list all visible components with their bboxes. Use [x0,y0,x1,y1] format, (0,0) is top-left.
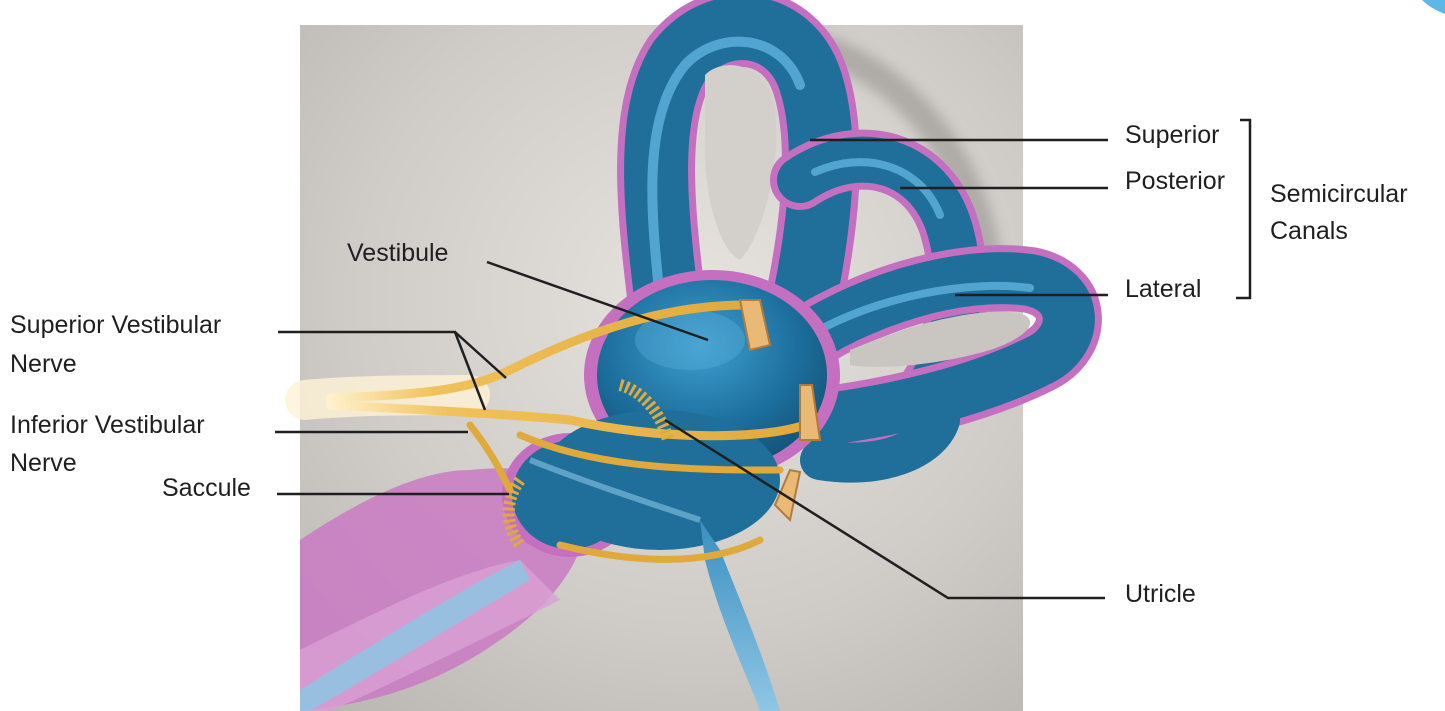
label-vestibule: Vestibule [347,234,448,272]
label-semicircular: Semicircular [1270,175,1408,213]
bracket-semicircular-canals [1236,120,1250,298]
label-inferior-vestibular-nerve: Nerve [10,444,77,482]
label-superior-vestibular: Superior Vestibular [10,306,221,344]
label-posterior: Posterior [1125,162,1225,200]
label-lateral: Lateral [1125,270,1201,308]
label-inferior-vestibular: Inferior Vestibular [10,406,205,444]
label-saccule: Saccule [162,469,251,507]
corner-mark [1422,0,1445,14]
label-canals: Canals [1270,212,1348,250]
label-utricle: Utricle [1125,575,1196,613]
label-superior-vestibular-nerve: Nerve [10,345,77,383]
label-superior: Superior [1125,116,1220,154]
